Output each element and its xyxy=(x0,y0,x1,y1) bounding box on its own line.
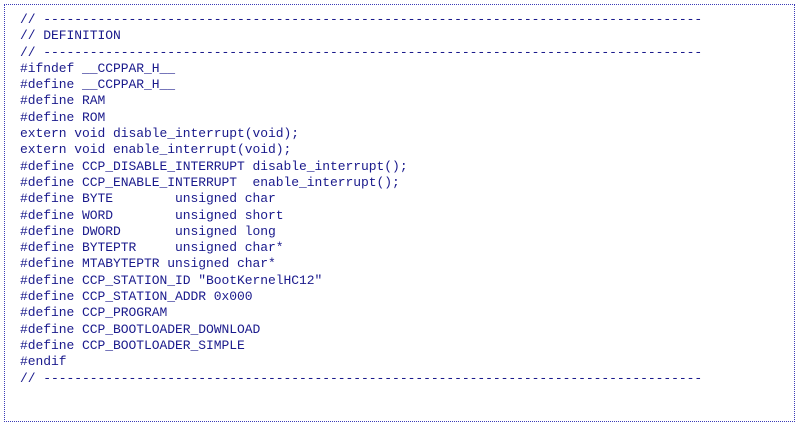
code-line: extern void disable_interrupt(void); xyxy=(20,126,300,142)
code-line-separator: // -------------------------------------… xyxy=(20,12,703,27)
code-line: #define CCP_PROGRAM xyxy=(20,305,168,321)
code-line-section-title: // DEFINITION xyxy=(20,28,121,44)
code-listing-frame: // -------------------------------------… xyxy=(4,4,795,422)
code-line: #endif xyxy=(20,354,67,370)
code-line: #define CCP_STATION_ID "BootKernelHC12" xyxy=(20,272,323,288)
code-line: #define BYTEPTR unsigned char* xyxy=(20,240,284,256)
code-line: #define RAM xyxy=(20,93,106,109)
code-block: // -------------------------------------… xyxy=(20,12,702,387)
code-line: #define CCP_STATION_ADDR 0x000 xyxy=(20,289,253,305)
code-line: #define WORD unsigned short xyxy=(20,207,284,223)
code-line: #define CCP_BOOTLOADER_DOWNLOAD xyxy=(20,321,261,337)
code-line: #define BYTE unsigned char xyxy=(20,191,276,207)
code-line: #define CCP_ENABLE_INTERRUPT enable_inte… xyxy=(20,174,400,190)
code-line: #ifndef __CCPPAR_H__ xyxy=(20,60,176,76)
code-line: #define DWORD unsigned long xyxy=(20,223,276,239)
code-line: extern void enable_interrupt(void); xyxy=(20,142,292,158)
code-line: #define CCP_DISABLE_INTERRUPT disable_in… xyxy=(20,158,408,174)
code-line-separator: // -------------------------------------… xyxy=(20,44,703,60)
code-line: #define __CCPPAR_H__ xyxy=(20,77,176,93)
code-line: #define ROM xyxy=(20,109,106,125)
code-line: #define MTABYTEPTR unsigned char* xyxy=(20,256,276,272)
code-line: #define CCP_BOOTLOADER_SIMPLE xyxy=(20,337,245,353)
code-line-separator: // -------------------------------------… xyxy=(20,370,703,386)
